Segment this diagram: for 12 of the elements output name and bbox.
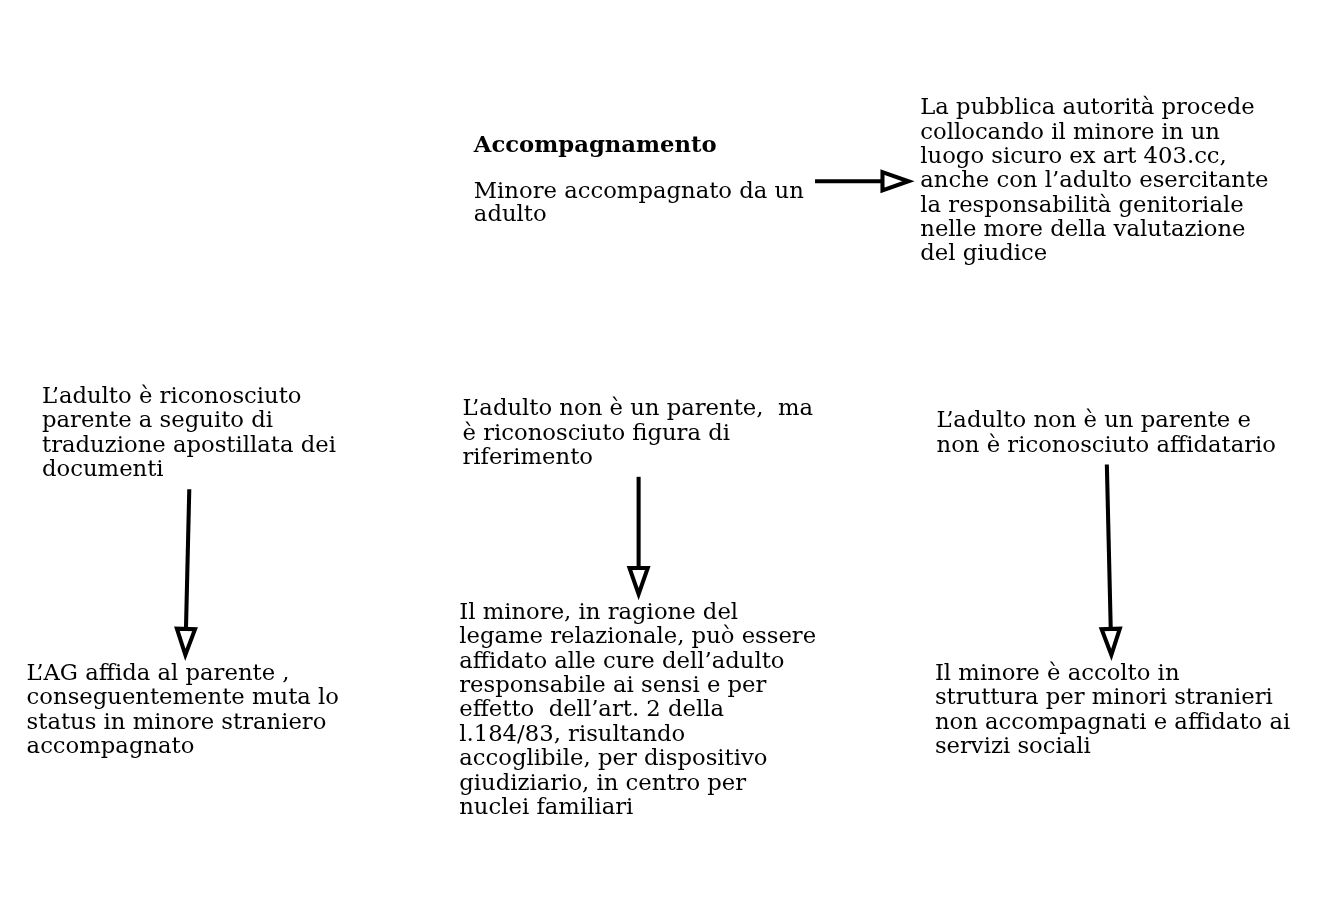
- arrow: [815, 168, 915, 193]
- arrow: [626, 476, 651, 600]
- arrow: [1098, 464, 1123, 661]
- node-text: La pubblica autorità procede collocando il minore in un luogo sicuro ex art 403.cc, anche con l’adulto esercitante la responsabilità genitoriale nelle more della valutazione del giudice: [920, 92, 1269, 265]
- node-text: L’adulto non è un parente, ma è riconosciuto figura di riferimento: [462, 393, 814, 469]
- node-text: L’adulto è riconosciuto parente a seguito di traduzione apostillata dei documenti: [42, 381, 336, 481]
- node-text: L’AG affida al parente , conseguentemente muta lo status in minore straniero accompagnato: [26, 658, 340, 758]
- node-text: Accompagnamento Minore accompagnato da un adulto: [473, 130, 804, 225]
- node-text: L’adulto non è un parente e non è riconosciuto affidatario: [936, 405, 1276, 457]
- node-text: Il minore è accolto in struttura per minori stranieri non accompagnati e affidato ai servizi sociali: [934, 658, 1291, 758]
- arrow: [174, 488, 198, 661]
- node-text: Il minore, in ragione del legame relazionale, può essere affidato alle cure dell’adulto responsabile ai sensi e per effetto dell’art. 2 della l.184/83, risultando accoglibile, per dispositivo giudiziario, in centro per nuclei familiari: [459, 597, 817, 819]
